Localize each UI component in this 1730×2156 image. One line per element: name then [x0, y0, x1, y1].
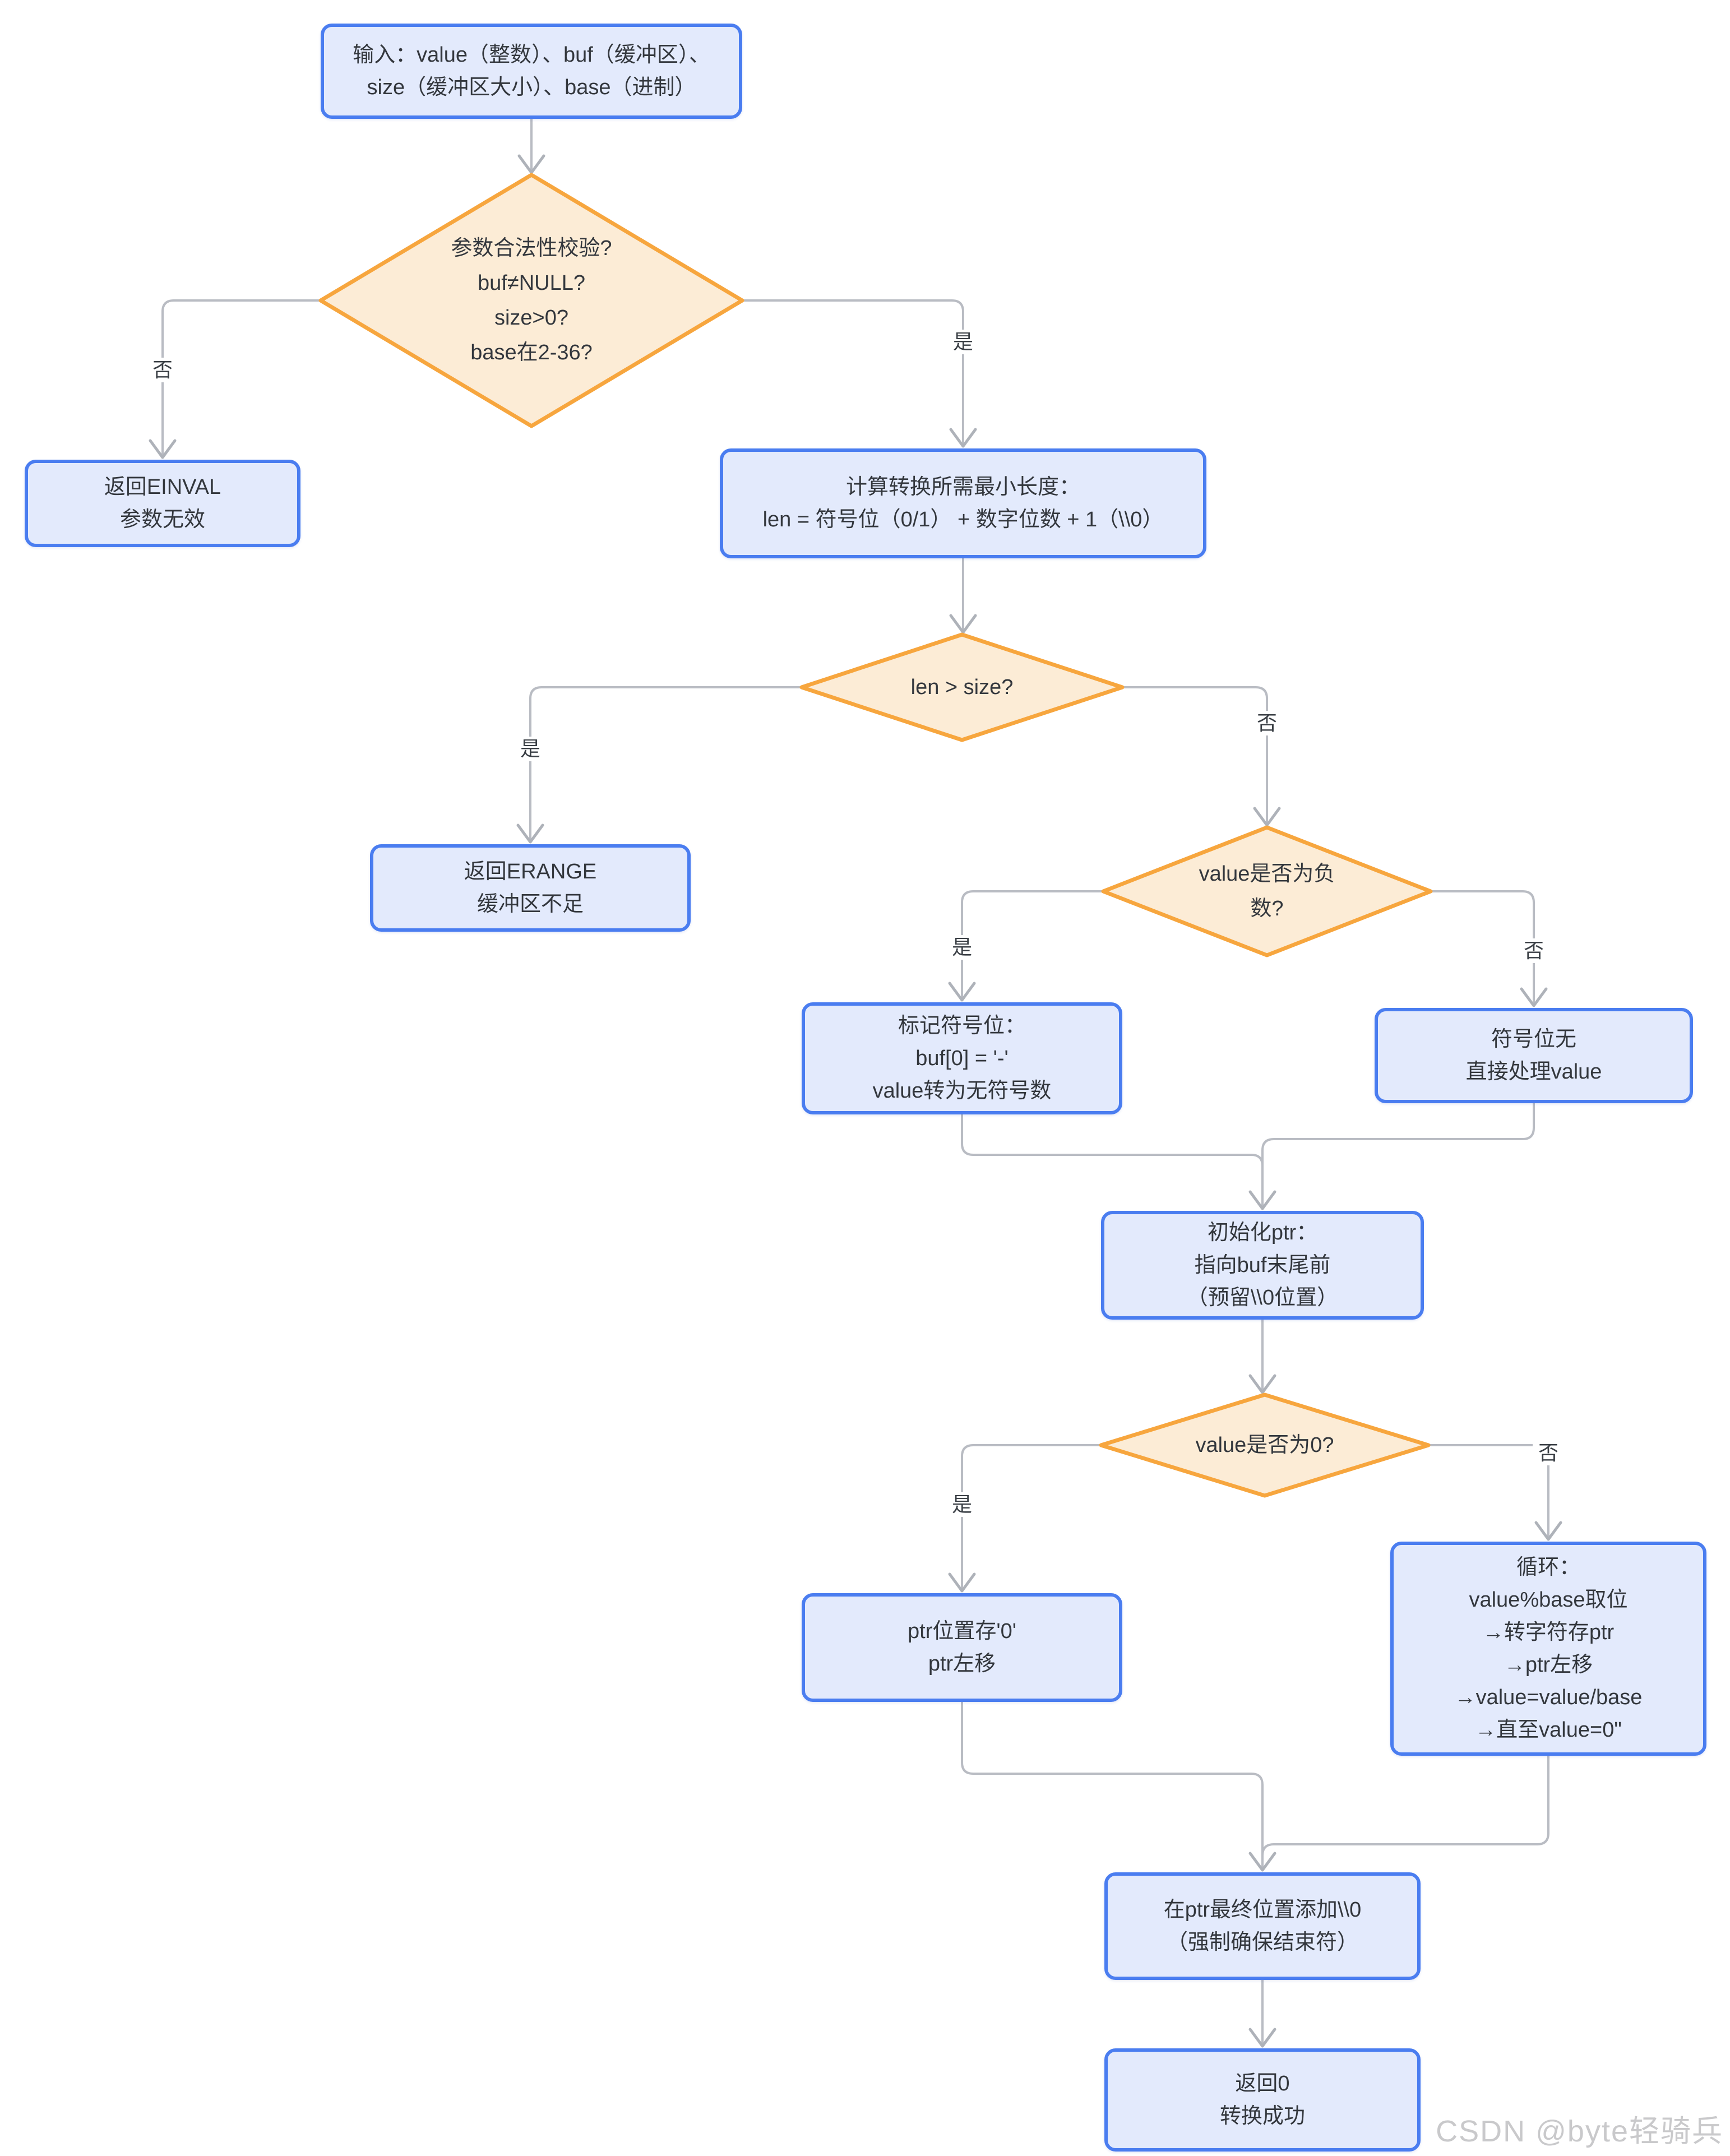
node-text-line: value转为无符号数 [872, 1079, 1052, 1103]
node-text-line: size（缓冲区大小）、base（进制） [367, 76, 696, 99]
negative-check-diamond-shape [1101, 825, 1433, 957]
edge-label-no-negcheck: 否 [1518, 938, 1550, 963]
node-text-line: →转字符存ptr [1482, 1621, 1615, 1644]
node-text-line: 转换成功 [1219, 2104, 1305, 2128]
node-text-line: buf≠NULL? [478, 271, 585, 295]
node-text-line: 计算转换所需最小长度： [845, 475, 1080, 499]
node-text-line: ptr位置存'0' [908, 1620, 1016, 1643]
node-text-line: 指向buf末尾前 [1194, 1253, 1331, 1277]
edge-label-no-zerocheck: 否 [1532, 1441, 1565, 1465]
edge-label-no-paramcheck: 否 [146, 358, 179, 382]
node-text-line: 返回0 [1235, 2072, 1290, 2095]
node-text-line: len = 符号位（0/1） + 数字位数 + 1（\\0） [762, 508, 1164, 531]
node-text-line: 在ptr最终位置添加\\0 [1163, 1898, 1362, 1922]
csdn-watermark: CSDN @byte轻骑兵 [1436, 2115, 1723, 2148]
node-text-line: ptr左移 [928, 1652, 996, 1676]
node-text-line: →直至value=0" [1475, 1718, 1622, 1742]
edge-storezero-to-append [961, 1702, 1264, 1868]
edge-zerocheck-yes [961, 1444, 1101, 1589]
edge-zerocheck-no [1428, 1444, 1549, 1537]
node-text-line: 数? [1250, 897, 1284, 920]
node-text-line: size>0? [494, 306, 569, 330]
node-text-line: 直接处理value [1465, 1060, 1602, 1084]
node-text-line: （预留\\0位置） [1186, 1286, 1339, 1310]
edge-label-no-lencheck: 否 [1251, 711, 1283, 735]
zero-check-diamond-shape [1099, 1392, 1431, 1498]
node-text-line: （强制确保结束符） [1166, 1931, 1358, 1954]
return-success-node: 返回0 转换成功 [1104, 2048, 1421, 2152]
node-text-line: len > size? [910, 676, 1014, 699]
append-terminator-node: 在ptr最终位置添加\\0 （强制确保结束符） [1104, 1872, 1421, 1980]
param-check-diamond-shape [318, 173, 744, 428]
return-einval-node: 返回EINVAL 参数无效 [25, 460, 300, 547]
node-text-line: buf[0] = '-' [915, 1047, 1009, 1070]
no-sign-node: 符号位无 直接处理value [1375, 1008, 1693, 1103]
init-ptr-node: 初始化ptr： 指向buf末尾前 （预留\\0位置） [1101, 1211, 1424, 1320]
flow-arrowheads [149, 154, 1562, 2048]
return-erange-node: 返回ERANGE 缓冲区不足 [370, 844, 691, 932]
edge-paramcheck-no [161, 299, 321, 455]
node-text-line: 缓冲区不足 [477, 892, 584, 916]
node-text-line: 循环： [1516, 1556, 1580, 1579]
mark-sign-node: 标记符号位： buf[0] = '-' value转为无符号数 [802, 1002, 1122, 1114]
node-text-line: value是否为0? [1195, 1433, 1334, 1457]
node-text-line: 参数合法性校验? [451, 237, 612, 260]
negative-check-diamond: value是否为负 数? [1103, 827, 1431, 955]
node-text-line: →ptr左移 [1504, 1653, 1593, 1677]
edge-label-yes-paramcheck: 是 [947, 330, 979, 354]
edge-lencheck-yes [529, 686, 802, 840]
len-check-diamond: len > size? [802, 635, 1122, 740]
edge-negcheck-no [1431, 890, 1535, 1003]
node-text-line: 返回EINVAL [104, 475, 221, 499]
node-text-line: →value=value/base [1454, 1686, 1643, 1709]
node-text-line: 输入：value（整数）、buf（缓冲区）、 [353, 43, 710, 67]
node-text-line: base在2-36? [470, 341, 593, 364]
edge-label-yes-zerocheck: 是 [946, 1492, 978, 1517]
len-check-diamond-shape [799, 632, 1125, 742]
node-text-line: 初始化ptr： [1207, 1221, 1318, 1244]
node-text-line: 参数无效 [119, 508, 205, 531]
edge-label-yes-lencheck: 是 [514, 737, 547, 761]
node-text-line: 符号位无 [1491, 1028, 1576, 1051]
edge-nosign-to-initptr [1261, 1103, 1535, 1167]
decision-shapes [318, 173, 1433, 1498]
edge-marksign-to-initptr [961, 1114, 1264, 1206]
node-text-line: value是否为负 [1199, 862, 1335, 886]
node-text-line: 标记符号位： [898, 1014, 1026, 1038]
convert-loop-node: 循环： value%base取位 →转字符存ptr →ptr左移 →value=… [1390, 1542, 1706, 1756]
node-text-line: value%base取位 [1469, 1588, 1628, 1612]
node-text-line: 返回ERANGE [464, 860, 597, 883]
zero-check-diamond: value是否为0? [1101, 1395, 1428, 1496]
edge-lencheck-no [1122, 686, 1268, 823]
start-node: 输入：value（整数）、buf（缓冲区）、 size（缓冲区大小）、base（… [321, 24, 742, 119]
param-check-diamond: 参数合法性校验? buf≠NULL? size>0? base在2-36? [321, 175, 742, 426]
calc-length-node: 计算转换所需最小长度： len = 符号位（0/1） + 数字位数 + 1（\\… [720, 448, 1206, 558]
edge-loop-to-append [1261, 1756, 1549, 1868]
edge-paramcheck-yes [742, 299, 964, 444]
edge-label-yes-negcheck: 是 [946, 935, 978, 960]
edge-negcheck-yes [961, 890, 1103, 998]
store-zero-node: ptr位置存'0' ptr左移 [802, 1593, 1122, 1702]
